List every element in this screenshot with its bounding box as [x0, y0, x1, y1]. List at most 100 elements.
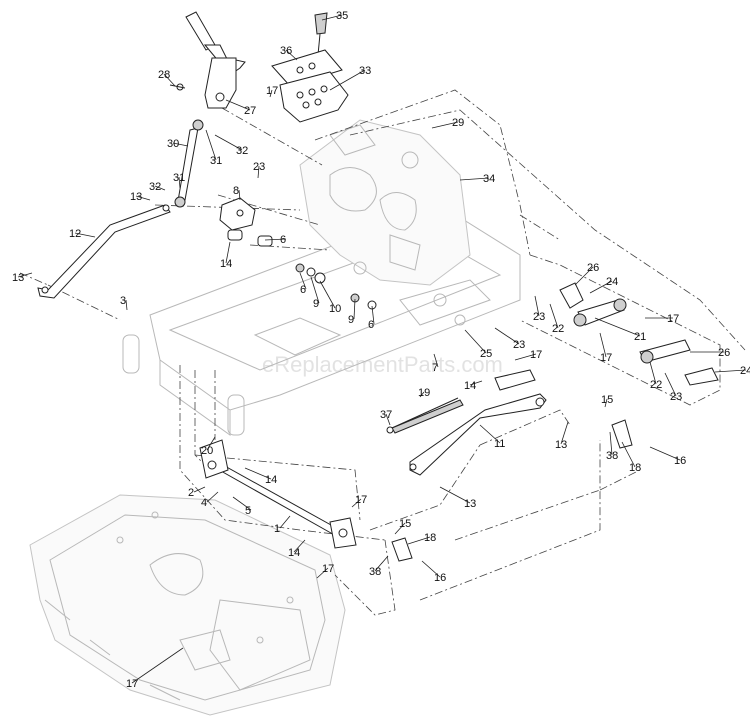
- callout-label-23: 23: [253, 161, 265, 173]
- callout-leader: [154, 185, 166, 191]
- callout-leader: [560, 421, 569, 445]
- callout-label-17: 17: [600, 352, 612, 364]
- callout-leader: [599, 332, 607, 358]
- parts: [37, 11, 719, 562]
- callout-label-34: 34: [483, 173, 495, 185]
- callout-label-17: 17: [667, 313, 679, 325]
- callout-leader: [371, 305, 375, 325]
- callout-leader: [225, 241, 231, 264]
- callout-leader: [534, 295, 540, 317]
- callout-label-17: 17: [266, 85, 278, 97]
- callout-label-35: 35: [336, 10, 348, 22]
- callout-leader: [479, 424, 501, 444]
- callout-label-13: 13: [130, 191, 142, 203]
- callout-leader: [225, 99, 251, 111]
- callout-label-17: 17: [355, 494, 367, 506]
- callout-label-8: 8: [233, 185, 239, 197]
- callout-label-26: 26: [587, 262, 599, 274]
- callout-label-10: 10: [329, 303, 341, 315]
- callout-leader: [299, 272, 307, 290]
- callout-label-17: 17: [322, 563, 334, 575]
- callout-label-25: 25: [480, 348, 492, 360]
- callout-label-27: 27: [244, 105, 256, 117]
- callout-leader: [329, 69, 366, 91]
- callout-leader: [206, 436, 216, 451]
- callout-label-6: 6: [280, 234, 286, 246]
- callout-leader: [431, 121, 459, 129]
- callout-leader: [214, 134, 243, 151]
- callout-label-13: 13: [464, 498, 476, 510]
- callout-leader: [459, 177, 490, 181]
- callout-label-38: 38: [606, 450, 618, 462]
- callout-label-24: 24: [606, 276, 618, 288]
- callout-label-22: 22: [650, 379, 662, 391]
- callout-label-32: 32: [236, 145, 248, 157]
- callout-label-14: 14: [288, 547, 300, 559]
- callout-label-13: 13: [555, 439, 567, 451]
- callout-leader: [394, 522, 406, 535]
- callout-leader: [649, 446, 681, 461]
- callout-leader: [131, 647, 184, 684]
- callout-leader: [293, 539, 306, 553]
- callout-leader: [74, 232, 96, 238]
- callout-leader: [205, 129, 217, 161]
- mower-deck: [29, 494, 346, 716]
- callout-label-9: 9: [313, 298, 319, 310]
- callout-label-9: 9: [348, 314, 354, 326]
- reference-lines: [19, 89, 746, 616]
- callout-label-15: 15: [601, 394, 613, 406]
- callout-leader: [351, 498, 362, 508]
- callout-leader: [421, 560, 441, 578]
- callout-label-33: 33: [359, 65, 371, 77]
- callout-label-16: 16: [434, 572, 446, 584]
- callout-label-2: 2: [188, 487, 194, 499]
- callout-label-32: 32: [149, 181, 161, 193]
- callout-label-29: 29: [452, 117, 464, 129]
- watermark-text: eReplacementParts.com: [262, 352, 503, 377]
- callout-leader: [178, 176, 181, 189]
- callout-leader: [316, 567, 329, 579]
- callout-label-6: 6: [300, 284, 306, 296]
- callout-leader: [494, 327, 520, 345]
- callout-label-36: 36: [280, 45, 292, 57]
- callout-leader: [238, 189, 241, 201]
- callout-leader: [285, 49, 298, 61]
- callout-label-28: 28: [158, 69, 170, 81]
- callout-label-14: 14: [220, 258, 232, 270]
- callout-label-11: 11: [494, 438, 505, 450]
- callout-label-21: 21: [634, 331, 646, 343]
- callout-leader: [319, 280, 336, 309]
- callout-label-6: 6: [368, 319, 374, 331]
- callout-label-4: 4: [201, 497, 207, 509]
- callout-label-17: 17: [530, 349, 542, 361]
- callout-label-30: 30: [167, 138, 179, 150]
- callout-label-17: 17: [126, 678, 138, 690]
- callout-leader: [163, 73, 176, 87]
- callout-leader: [664, 372, 677, 397]
- callout-label-37: 37: [380, 409, 392, 421]
- callout-leader: [244, 467, 272, 480]
- callout-leader: [257, 165, 260, 179]
- callout-label-18: 18: [424, 532, 436, 544]
- callout-label-16: 16: [674, 455, 686, 467]
- callout-leader: [464, 329, 487, 354]
- callout-leader: [439, 486, 471, 504]
- callout-label-31: 31: [173, 172, 185, 184]
- callout-leader: [714, 369, 747, 373]
- callout-label-26: 26: [718, 347, 730, 359]
- callout-label-13: 13: [12, 272, 24, 284]
- callout-leader: [353, 298, 356, 320]
- callout-leader: [374, 555, 389, 572]
- callout-leader: [594, 317, 641, 337]
- callout-leader: [649, 361, 657, 385]
- callout-leader: [433, 353, 439, 368]
- callout-label-23: 23: [513, 339, 525, 351]
- callout-leader: [264, 238, 287, 241]
- callout-label-5: 5: [245, 505, 251, 517]
- callout-leader: [549, 303, 559, 329]
- callout-label-23: 23: [670, 391, 682, 403]
- callout-leader: [321, 14, 343, 21]
- callout-label-18: 18: [629, 462, 641, 474]
